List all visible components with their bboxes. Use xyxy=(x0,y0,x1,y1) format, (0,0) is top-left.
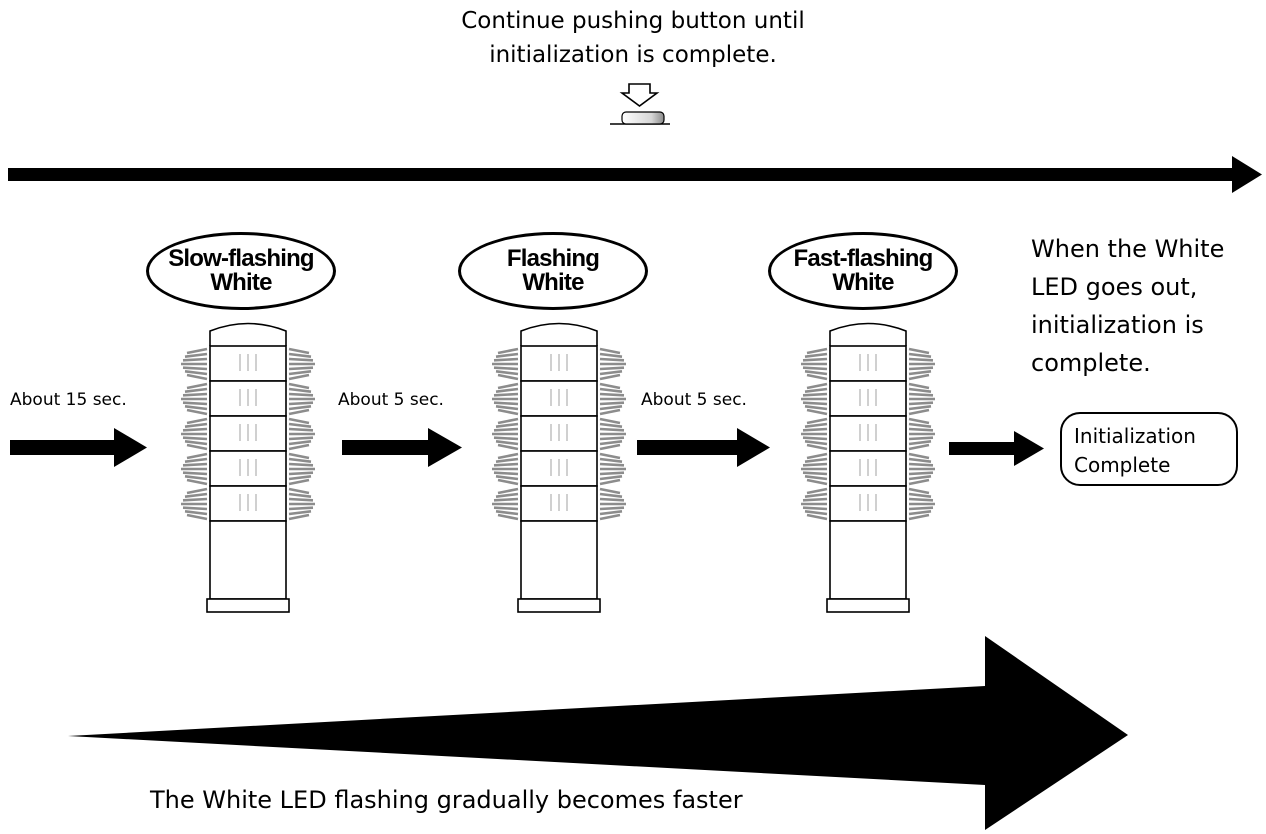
instruction-text: Continue pushing button until initializa… xyxy=(461,8,805,68)
down-arrow-icon xyxy=(619,83,660,107)
duration-label-3: About 5 sec. xyxy=(641,390,747,410)
completion-note: When the White LED goes out, initializat… xyxy=(1031,235,1225,377)
signal-tower-flashing xyxy=(492,322,626,613)
duration-label-2: About 5 sec. xyxy=(338,390,444,410)
signal-tower-fast-flashing xyxy=(801,322,935,613)
timeline-arrow xyxy=(8,156,1262,193)
step-arrow-4 xyxy=(949,431,1044,466)
push-button-icon xyxy=(610,83,670,125)
step-arrow-3 xyxy=(637,428,770,467)
acceleration-wedge-arrow xyxy=(68,636,1128,830)
step-arrow-1 xyxy=(10,428,147,467)
bottom-caption: The White LED flashing gradually becomes… xyxy=(150,786,743,814)
initialization-complete-box: Initialization Complete xyxy=(1060,412,1238,486)
signal-tower-slow-flashing xyxy=(181,322,315,613)
step-arrow-2 xyxy=(342,428,462,467)
duration-label-1: About 15 sec. xyxy=(10,390,127,410)
